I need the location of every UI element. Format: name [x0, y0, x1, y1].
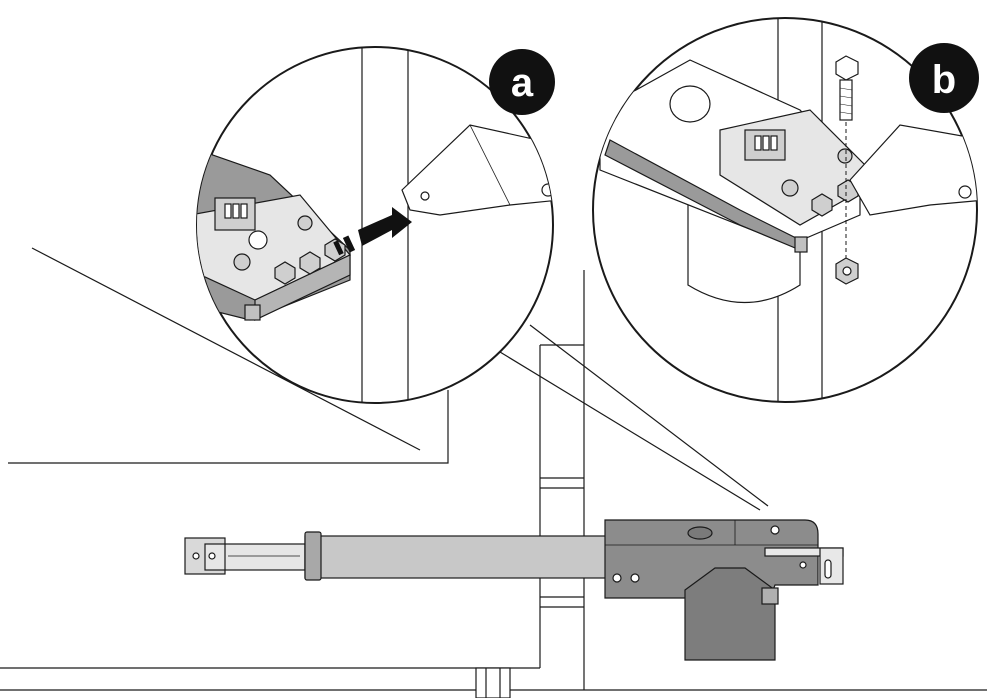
gate-actuator	[184, 519, 844, 661]
wall-bracket	[401, 124, 553, 216]
background-structure	[0, 247, 987, 698]
actuator-tube	[304, 535, 611, 579]
insert-arrow	[333, 207, 412, 256]
callout-pointer	[499, 324, 769, 511]
lock-nut	[835, 257, 859, 285]
detail-view-b: b	[592, 17, 979, 403]
callout-badge-b: b	[909, 43, 979, 113]
cable-gland	[761, 587, 779, 605]
callout-label-a: a	[511, 61, 534, 105]
gearbox	[684, 567, 776, 661]
callout-badge-a: a	[489, 49, 555, 115]
detail-view-a: a	[196, 46, 555, 404]
callout-label-b: b	[932, 58, 956, 102]
mounting-bolt	[835, 55, 859, 258]
